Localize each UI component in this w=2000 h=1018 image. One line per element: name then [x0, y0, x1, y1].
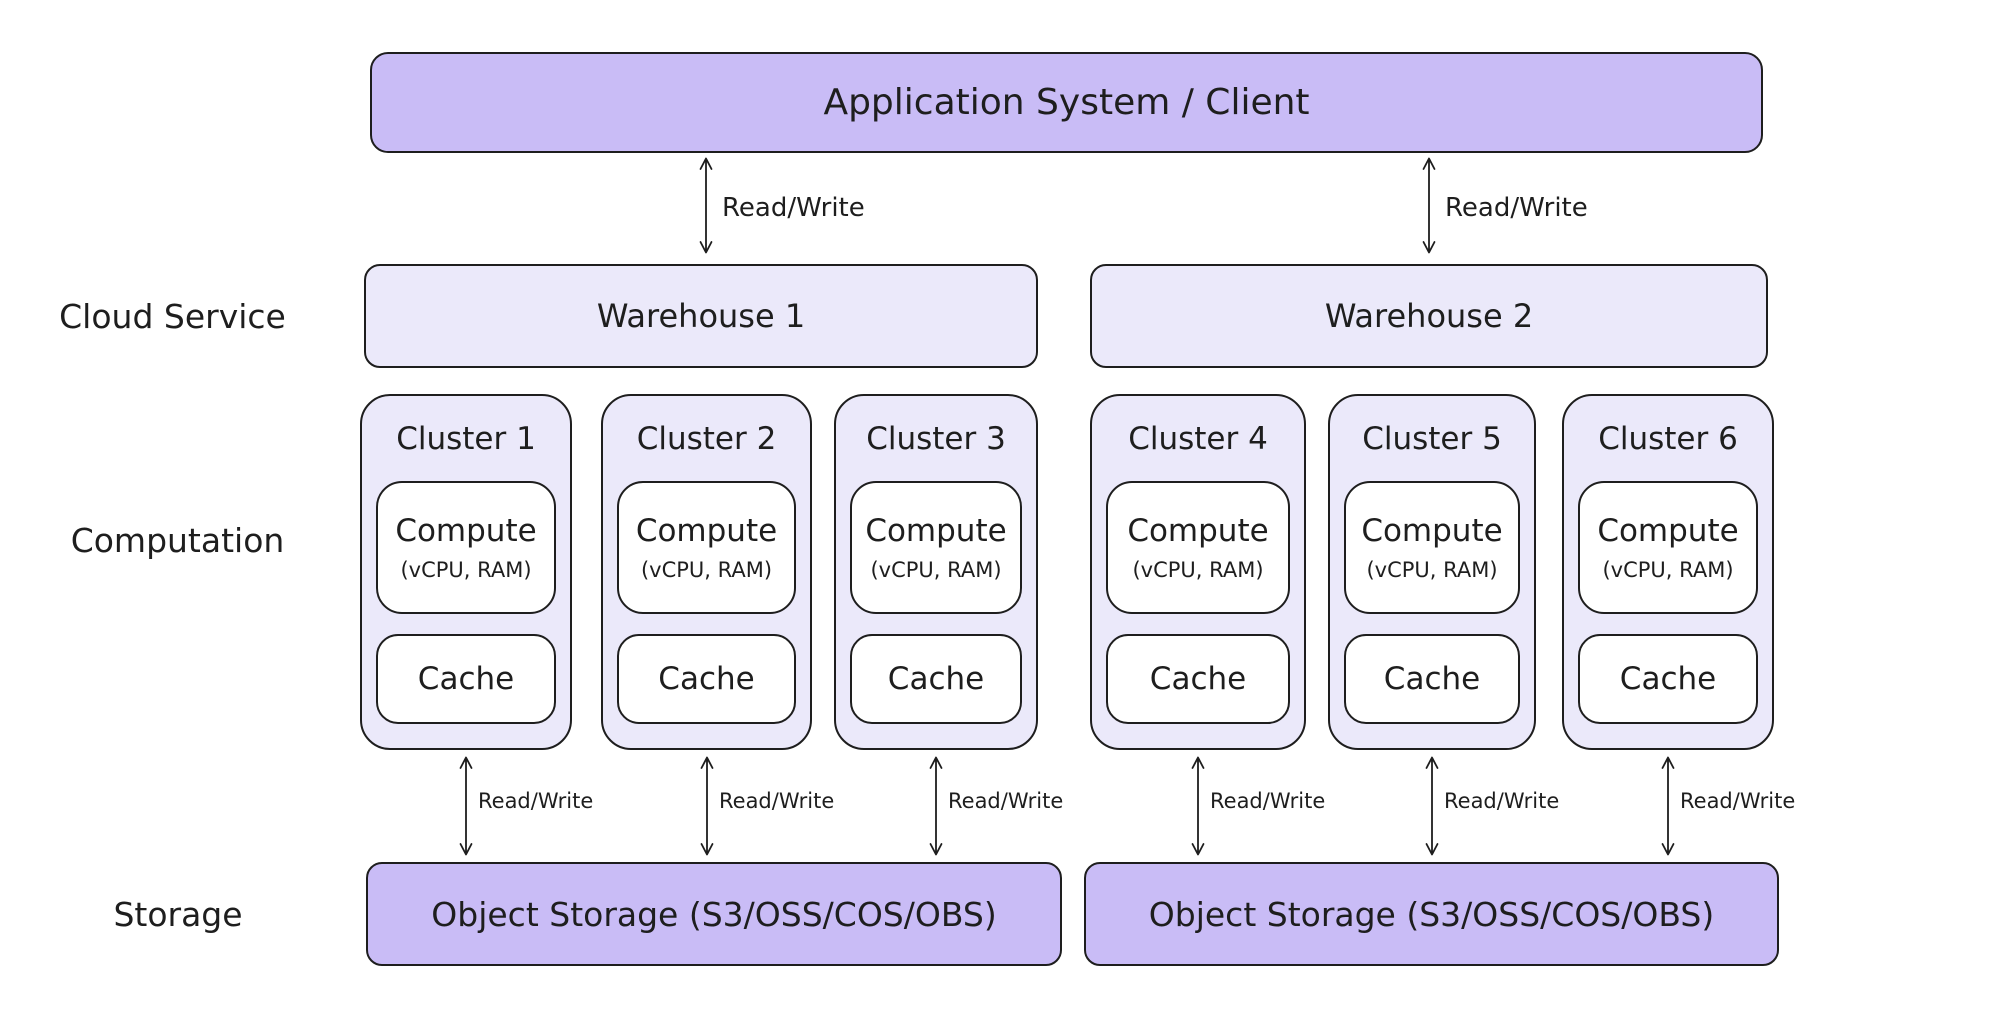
- compute-detail-label: (vCPU, RAM): [1366, 558, 1498, 582]
- cluster-5-box: Cluster 5 Compute (vCPU, RAM) Cache: [1328, 394, 1536, 750]
- cache-box: Cache: [850, 634, 1022, 724]
- cache-box: Cache: [376, 634, 556, 724]
- cluster-6-box: Cluster 6 Compute (vCPU, RAM) Cache: [1562, 394, 1774, 750]
- cache-label: Cache: [417, 661, 515, 697]
- arrow-app-warehouse-2: [1421, 157, 1437, 254]
- arrow-cluster-5-storage: [1424, 756, 1440, 856]
- application-client-box: Application System / Client: [370, 52, 1763, 153]
- readwrite-label: Read/Write: [1210, 789, 1326, 813]
- cluster-4-title: Cluster 4: [1128, 421, 1268, 457]
- cache-label: Cache: [887, 661, 985, 697]
- readwrite-label: Read/Write: [722, 193, 865, 223]
- compute-detail-label: (vCPU, RAM): [1602, 558, 1734, 582]
- cluster-4-box: Cluster 4 Compute (vCPU, RAM) Cache: [1090, 394, 1306, 750]
- arrow-app-warehouse-1: [698, 157, 714, 254]
- compute-detail-label: (vCPU, RAM): [1132, 558, 1264, 582]
- row-label-computation: Computation: [70, 521, 285, 560]
- readwrite-label: Read/Write: [1444, 789, 1560, 813]
- object-storage-2-label: Object Storage (S3/OSS/COS/OBS): [1148, 894, 1715, 934]
- compute-box: Compute (vCPU, RAM): [617, 481, 796, 614]
- compute-label: Compute: [1597, 513, 1739, 549]
- compute-detail-label: (vCPU, RAM): [870, 558, 1002, 582]
- cluster-6-title: Cluster 6: [1598, 421, 1738, 457]
- readwrite-label: Read/Write: [1445, 193, 1588, 223]
- row-label-storage: Storage: [113, 895, 243, 934]
- cache-label: Cache: [1383, 661, 1481, 697]
- cluster-3-title: Cluster 3: [866, 421, 1006, 457]
- compute-label: Compute: [635, 513, 778, 549]
- row-label-cloud-service: Cloud Service: [59, 297, 286, 336]
- readwrite-label: Read/Write: [1680, 789, 1796, 813]
- compute-label: Compute: [395, 513, 537, 549]
- warehouse-2-box: Warehouse 2: [1090, 264, 1768, 368]
- arrow-cluster-4-storage: [1190, 756, 1206, 856]
- warehouse-1-box: Warehouse 1: [364, 264, 1038, 368]
- cache-box: Cache: [1578, 634, 1758, 724]
- object-storage-1-box: Object Storage (S3/OSS/COS/OBS): [366, 862, 1062, 966]
- compute-detail-label: (vCPU, RAM): [400, 558, 532, 582]
- compute-box: Compute (vCPU, RAM): [850, 481, 1022, 614]
- object-storage-1-label: Object Storage (S3/OSS/COS/OBS): [431, 894, 997, 934]
- object-storage-2-box: Object Storage (S3/OSS/COS/OBS): [1084, 862, 1779, 966]
- cluster-5-title: Cluster 5: [1362, 421, 1502, 457]
- cluster-1-box: Cluster 1 Compute (vCPU, RAM) Cache: [360, 394, 572, 750]
- compute-box: Compute (vCPU, RAM): [1344, 481, 1520, 614]
- arrow-cluster-2-storage: [699, 756, 715, 856]
- application-client-label: Application System / Client: [823, 82, 1310, 123]
- cluster-1-title: Cluster 1: [396, 421, 536, 457]
- cluster-2-box: Cluster 2 Compute (vCPU, RAM) Cache: [601, 394, 812, 750]
- compute-label: Compute: [1361, 513, 1503, 549]
- cache-label: Cache: [1619, 661, 1717, 697]
- cache-box: Cache: [617, 634, 796, 724]
- readwrite-label: Read/Write: [948, 789, 1064, 813]
- cache-label: Cache: [1149, 661, 1247, 697]
- cluster-2-title: Cluster 2: [636, 421, 777, 457]
- compute-label: Compute: [865, 513, 1007, 549]
- readwrite-label: Read/Write: [478, 789, 594, 813]
- arrow-cluster-6-storage: [1660, 756, 1676, 856]
- readwrite-label: Read/Write: [719, 789, 835, 813]
- arrow-cluster-1-storage: [458, 756, 474, 856]
- cache-box: Cache: [1344, 634, 1520, 724]
- warehouse-2-label: Warehouse 2: [1324, 297, 1534, 335]
- cache-box: Cache: [1106, 634, 1290, 724]
- compute-box: Compute (vCPU, RAM): [1578, 481, 1758, 614]
- warehouse-1-label: Warehouse 1: [596, 297, 806, 335]
- cache-label: Cache: [658, 661, 755, 697]
- cluster-3-box: Cluster 3 Compute (vCPU, RAM) Cache: [834, 394, 1038, 750]
- compute-detail-label: (vCPU, RAM): [640, 558, 773, 582]
- compute-box: Compute (vCPU, RAM): [376, 481, 556, 614]
- arrow-cluster-3-storage: [928, 756, 944, 856]
- compute-box: Compute (vCPU, RAM): [1106, 481, 1290, 614]
- compute-label: Compute: [1127, 513, 1269, 549]
